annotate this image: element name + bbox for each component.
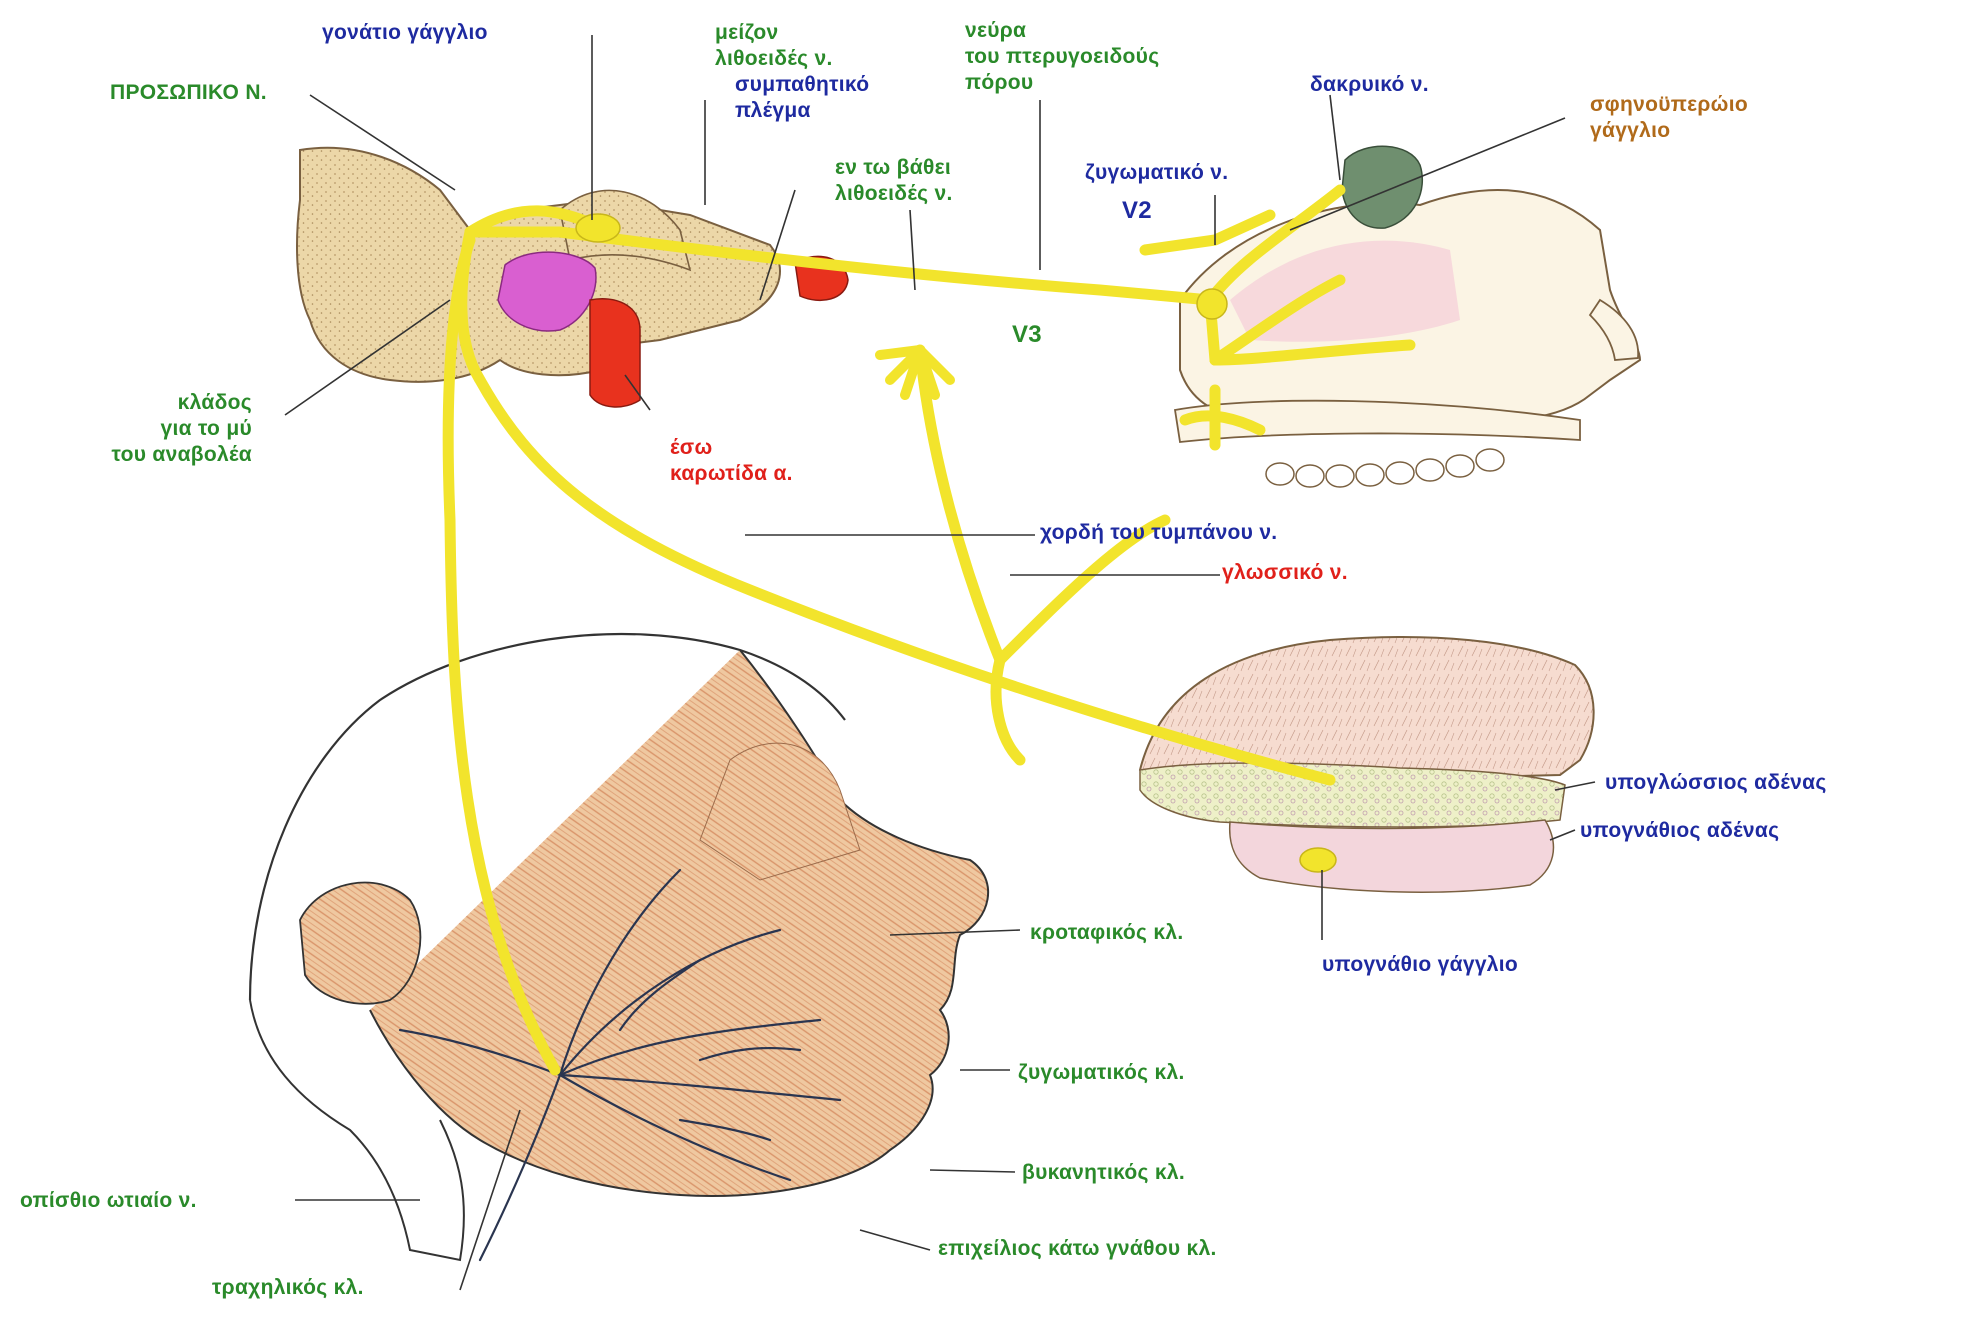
- label-v2: V2: [1122, 198, 1152, 224]
- label-internal-carotid: έσω καρωτίδα α.: [670, 435, 793, 487]
- label-buccal-branch: βυκανητικός κλ.: [1022, 1160, 1185, 1186]
- label-lacrimal-nerve: δακρυικό ν.: [1310, 72, 1429, 98]
- label-v3: V3: [1012, 322, 1042, 348]
- label-facial-nerve: ΠΡΟΣΩΠΙΚΟ Ν.: [110, 80, 267, 106]
- label-posterior-auricular: οπίσθιο ωτιαίο ν.: [20, 1188, 197, 1214]
- label-greater-petrosal: μείζον λιθοειδές ν.: [715, 20, 833, 72]
- label-sympathetic-plexus: συμπαθητικό πλέγμα: [735, 72, 869, 124]
- ear: [300, 883, 420, 1004]
- label-zygomatic-nerve: ζυγωματικό ν.: [1085, 160, 1228, 186]
- label-chorda-tympani: χορδή του τυμπάνου ν.: [1040, 520, 1277, 546]
- label-submandibular-ganglion: υπογνάθιο γάγγλιο: [1322, 952, 1518, 978]
- label-cervical-branch: τραχηλικός κλ.: [212, 1275, 364, 1301]
- submandibular-gland: [1230, 820, 1554, 892]
- label-geniculate-ganglion: γονάτιο γάγγλιο: [322, 20, 488, 46]
- internal-carotid-lower: [590, 299, 640, 407]
- v3-fan: [880, 350, 950, 395]
- label-pterygopalatine-ganglion: σφηνοϋπερώιο γάγγλιο: [1590, 92, 1748, 144]
- label-pterygoid-canal-nerve: νεύρα του πτερυγοειδούς πόρου: [965, 18, 1159, 96]
- label-stapedius-branch: κλάδος για το μύ του αναβολέα: [30, 390, 252, 468]
- label-sublingual-gland: υπογλώσσιος αδένας: [1605, 770, 1827, 796]
- label-submandibular-gland: υπογνάθιος αδένας: [1580, 818, 1779, 844]
- label-zygomatic-branch: ζυγωματικός κλ.: [1018, 1060, 1185, 1086]
- label-temporal-branch: κροταφικός κλ.: [1030, 920, 1184, 946]
- label-marginal-mandibular-branch: επιχείλιος κάτω γνάθου κλ.: [938, 1236, 1217, 1262]
- label-lingual-nerve: γλωσσικό ν.: [1222, 560, 1348, 586]
- upper-teeth: [1266, 449, 1504, 487]
- tongue: [1140, 637, 1594, 785]
- label-deep-petrosal: εν τω βάθει λιθοειδές ν.: [835, 155, 953, 207]
